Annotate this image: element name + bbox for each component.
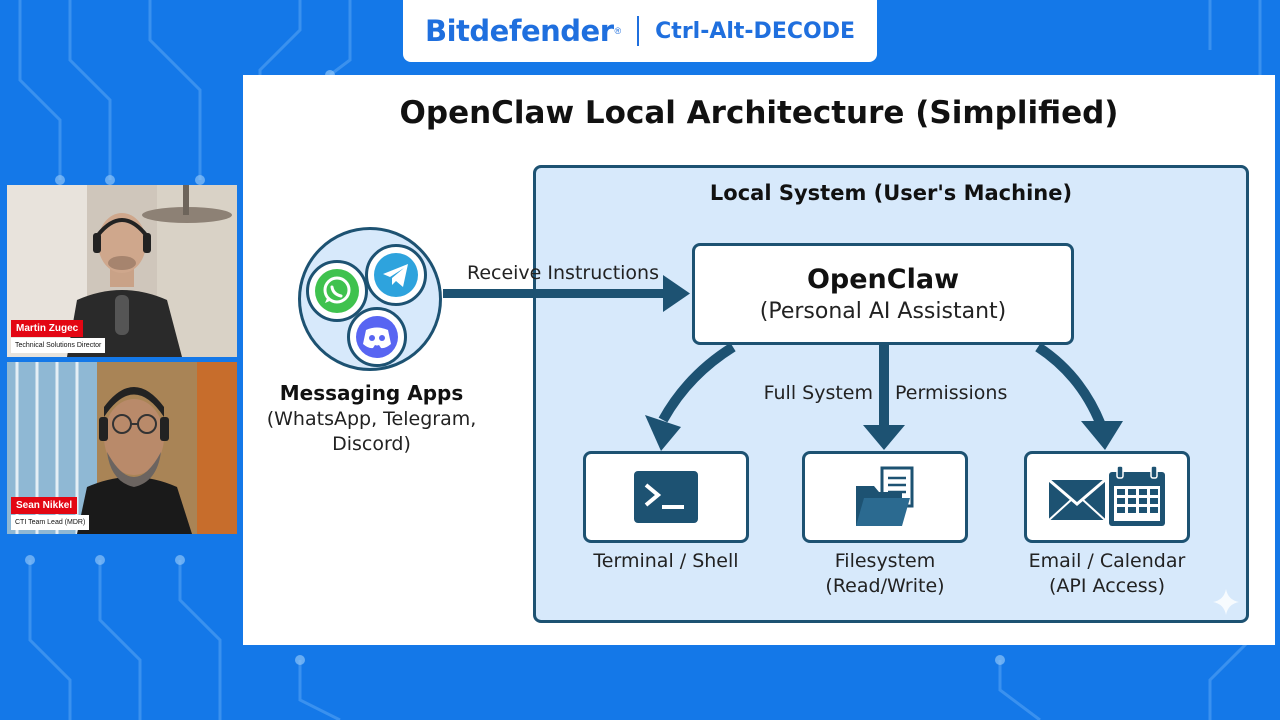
filesystem-box: [802, 451, 968, 543]
center-arrow-head: [863, 425, 905, 450]
telegram-icon: [365, 244, 427, 306]
email-calendar-sublabel: (API Access): [1049, 575, 1165, 597]
participant-role: Technical Solutions Director: [11, 338, 106, 353]
filesystem-label: Filesystem: [834, 550, 936, 572]
messaging-apps-list-line2: Discord): [332, 433, 411, 455]
left-arrow-head: [645, 415, 681, 451]
folder-document-icon: [856, 466, 914, 526]
slide-title: OpenClaw Local Architecture (Simplified): [399, 95, 1119, 131]
openclaw-box: OpenClaw (Personal AI Assistant): [692, 243, 1074, 345]
banner-divider: [637, 16, 640, 46]
bitdefender-logo: Bitdefender: [425, 14, 614, 48]
left-arrow-curve: [658, 342, 736, 423]
sparkle-icon: [1213, 589, 1239, 615]
registered-mark: ®: [614, 26, 622, 36]
email-calendar-box: [1024, 451, 1190, 543]
local-system-container: Local System (User's Machine): [533, 165, 1249, 623]
permissions-label: Permissions: [895, 382, 1008, 404]
full-system-label: Full System: [763, 382, 873, 404]
messaging-apps-cluster: [298, 227, 442, 371]
openclaw-subtitle: (Personal AI Assistant): [759, 299, 1007, 324]
participant-name: Martin Zugec: [11, 320, 84, 337]
top-banner: Bitdefender ® Ctrl-Alt-DECODE: [403, 0, 877, 62]
email-calendar-icon: [1048, 465, 1165, 526]
terminal-box: [583, 451, 749, 543]
center-arrow-shaft: [879, 345, 889, 427]
messaging-apps-list-line1: (WhatsApp, Telegram,: [266, 408, 477, 430]
webcam-martin: Martin Zugec Technical Solutions Directo…: [7, 185, 237, 357]
discord-icon: [347, 307, 407, 367]
participant-name: Sean Nikkel: [11, 497, 78, 514]
right-arrow-head: [1081, 421, 1123, 450]
presentation-slide: OpenClaw Local Architecture (Simplified)…: [243, 75, 1275, 645]
local-system-label: Local System (User's Machine): [709, 181, 1073, 205]
terminal-label: Terminal / Shell: [593, 550, 739, 572]
receive-instructions-label: Receive Instructions: [466, 262, 659, 284]
receive-arrow-head: [663, 275, 690, 312]
flow-arrows: [443, 275, 1123, 451]
messaging-apps-title: Messaging Apps: [279, 381, 464, 405]
filesystem-sublabel: (Read/Write): [825, 575, 945, 597]
webcam-sean: Sean Nikkel CTI Team Lead (MDR): [7, 362, 237, 534]
show-title: Ctrl-Alt-DECODE: [655, 18, 855, 44]
terminal-icon: [634, 471, 698, 523]
receive-arrow-shaft: [443, 289, 663, 298]
participant-role: CTI Team Lead (MDR): [11, 515, 90, 530]
whatsapp-icon: [306, 260, 368, 322]
email-calendar-label: Email / Calendar: [1028, 550, 1186, 572]
openclaw-title: OpenClaw: [806, 264, 960, 295]
right-arrow-curve: [1035, 342, 1106, 427]
